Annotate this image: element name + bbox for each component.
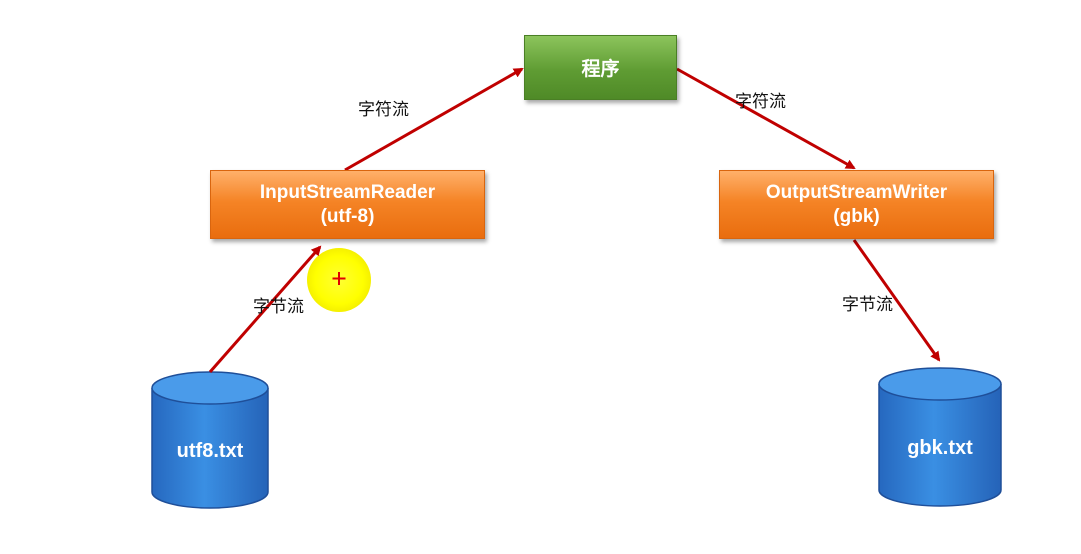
arrow-reader-to-program	[344, 67, 524, 172]
edge-label-program-to-writer: 字符流	[735, 92, 786, 112]
program-box: 程序	[524, 35, 677, 100]
edge-label-reader-to-program: 字符流	[358, 100, 409, 120]
arrow-source-to-reader	[208, 245, 322, 373]
edge-label-source-to-reader: 字节流	[253, 297, 304, 317]
reader-class-label: InputStreamReader	[259, 181, 436, 203]
arrow-writer-to-target	[852, 239, 941, 362]
output-stream-writer-box: OutputStreamWriter (gbk)	[719, 170, 994, 239]
cursor-highlight-icon	[307, 248, 371, 312]
input-stream-reader-box: InputStreamReader (utf-8)	[210, 170, 485, 239]
writer-class-label: OutputStreamWriter	[765, 181, 948, 203]
writer-charset-label: (gbk)	[833, 205, 880, 227]
edge-label-writer-to-target: 字节流	[842, 295, 893, 315]
target-file-cylinder	[878, 367, 1002, 507]
target-file-label: gbk.txt	[907, 437, 973, 459]
program-label: 程序	[581, 58, 620, 80]
arrow-program-to-writer	[676, 67, 856, 170]
reader-charset-label: (utf-8)	[320, 205, 375, 227]
source-file-label: utf8.txt	[176, 440, 244, 462]
